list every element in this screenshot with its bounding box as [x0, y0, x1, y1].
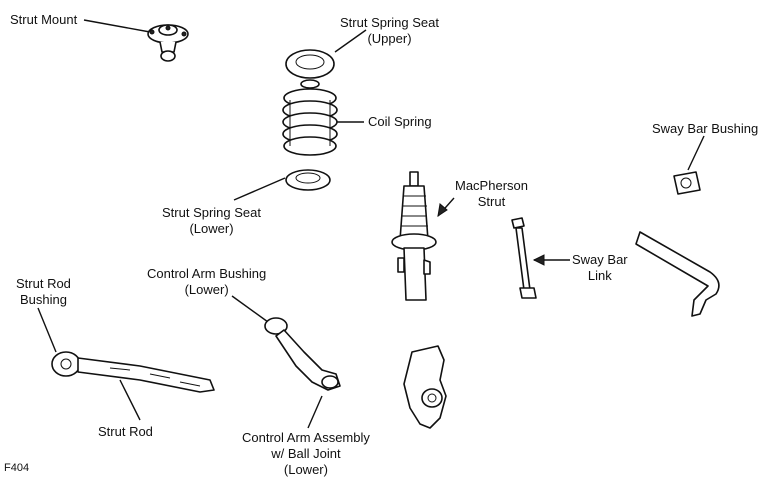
label-sway-bar-bushing: Sway Bar Bushing [652, 121, 759, 136]
steering-knuckle-part [403, 345, 447, 429]
leader-strut-mount [83, 19, 151, 33]
label-strut-rod: Strut Rod [98, 424, 153, 439]
strut-mount-part [147, 24, 189, 62]
spring-seat-lower-part [285, 169, 331, 191]
leader-lines [37, 19, 705, 429]
figure-id: F404 [4, 462, 30, 474]
sway-bar-part [635, 231, 720, 317]
leader-control-arm-bushing [231, 295, 269, 323]
strut-rod-part [51, 351, 215, 393]
sway-bar-link-part [511, 217, 537, 299]
label-spring-seat-lower: Strut Spring Seat (Lower) [162, 205, 261, 236]
leader-strut-rod-bushing [37, 307, 57, 353]
macpherson-strut-part [391, 171, 437, 301]
label-spring-seat-upper: Strut Spring Seat (Upper) [340, 15, 439, 46]
leader-sway-bar-bushing [687, 135, 705, 171]
label-control-arm-bushing: Control Arm Bushing (Lower) [147, 266, 267, 297]
leader-control-arm-assembly [307, 395, 323, 429]
control-arm-part [264, 317, 341, 391]
label-macpherson-strut: MacPherson Strut [455, 178, 528, 209]
arrow-sway-bar-link [532, 254, 545, 266]
label-strut-mount: Strut Mount [10, 12, 78, 27]
label-sway-bar-link: Sway Bar Link [572, 252, 628, 283]
label-coil-spring: Coil Spring [368, 114, 432, 129]
leader-spring-seat-lower [233, 177, 286, 201]
coil-spring-part [282, 88, 338, 156]
leader-spring-seat-upper [334, 29, 367, 53]
sway-bar-bushing-part [673, 171, 701, 195]
leader-strut-rod [119, 379, 141, 421]
label-strut-rod-bushing: Strut Rod Bushing [16, 276, 71, 307]
arrow-macpherson [437, 203, 448, 218]
label-control-arm-assembly: Control Arm Assembly w/ Ball Joint (Lowe… [242, 430, 370, 477]
spring-seat-upper-part [285, 49, 335, 89]
